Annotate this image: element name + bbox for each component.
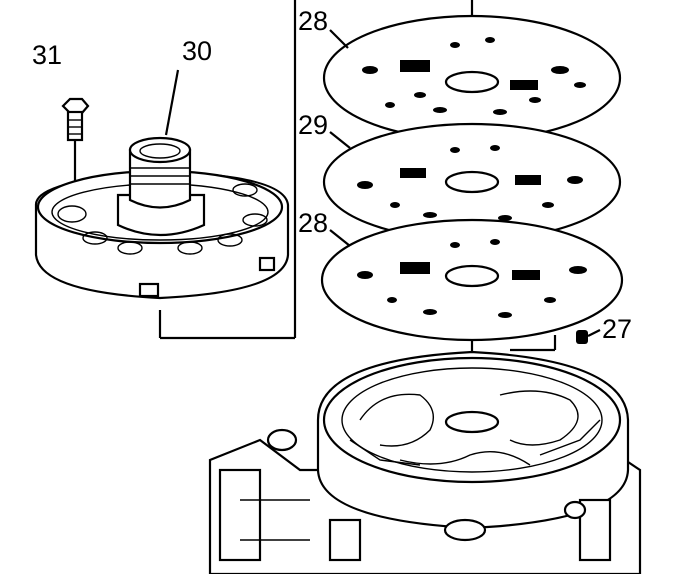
- spacer-plate-part-28-top: [322, 14, 622, 142]
- callout-28-top: 28: [298, 6, 328, 36]
- callout-28-bottom: 28: [298, 208, 328, 238]
- callout-labels: 31 30 28 29 28 27: [32, 6, 632, 344]
- callout-30: 30: [182, 36, 212, 66]
- spacer-plate-part-28-bottom: [320, 218, 624, 342]
- valve-body-housing: [208, 350, 642, 574]
- callout-27: 27: [602, 314, 632, 344]
- cover-part-30: [34, 69, 290, 300]
- callout-31: 31: [32, 40, 62, 70]
- callout-29: 29: [298, 110, 328, 140]
- check-ball-part-27: [576, 329, 601, 344]
- bolt-part-31: [61, 97, 90, 210]
